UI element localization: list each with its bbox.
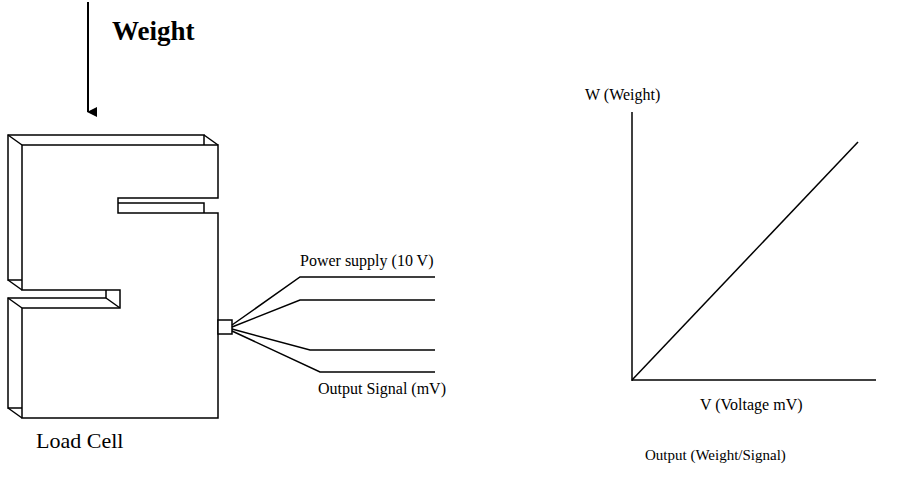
load-cell-body (8, 135, 218, 418)
cable-connector (218, 320, 232, 334)
wire-label: Output Signal (mV) (318, 380, 446, 398)
axis-label: W (Weight) (585, 86, 660, 104)
output-graph (632, 112, 876, 381)
axis-label: V (Voltage mV) (700, 396, 803, 414)
graph-caption: Output (Weight/Signal) (645, 447, 786, 464)
weight-arrow (87, 2, 89, 112)
part-name: Load Cell (36, 428, 123, 453)
wire-label: Power supply (10 V) (300, 252, 433, 270)
weight-label: Weight (112, 16, 195, 47)
cable-wires (232, 277, 435, 372)
